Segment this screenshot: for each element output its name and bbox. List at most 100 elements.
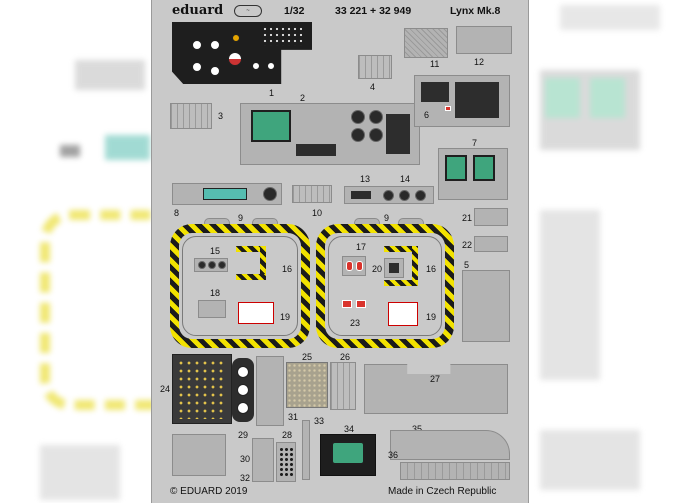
photo-etch-sheet: eduard ~ 1/32 33 221 + 32 949 Lynx Mk.8 … xyxy=(151,0,529,503)
part-13-panel xyxy=(404,28,448,58)
part-number-25: 25 xyxy=(302,352,313,362)
part-number-27: 27 xyxy=(430,374,441,384)
display-screen xyxy=(445,155,467,181)
part-18-panel xyxy=(198,300,226,318)
toggle-switch-icon xyxy=(218,261,226,269)
part-23-red-button xyxy=(342,300,352,308)
warning-light xyxy=(445,106,451,111)
frame-inner-border xyxy=(328,236,442,336)
part-25-mesh-panel xyxy=(286,362,328,408)
part-number-14: 12 xyxy=(474,57,485,67)
part-21-panel xyxy=(474,208,508,226)
part-number-26: 26 xyxy=(340,352,351,362)
toggle-switch-icon xyxy=(198,261,206,269)
part-23-red-button xyxy=(356,300,366,308)
part-number-9-right: 9 xyxy=(384,213,390,223)
part-number-32: 28 xyxy=(282,430,293,440)
part-number-19-left: 19 xyxy=(280,312,291,322)
part-20-panel xyxy=(384,258,404,278)
part-number-10: 10 xyxy=(312,208,323,218)
part-number-5: 5 xyxy=(464,260,470,270)
part-4-panel xyxy=(358,55,392,79)
brand-logo: eduard xyxy=(172,3,224,18)
part-number-1: 1 xyxy=(269,88,275,98)
part-number-24: 24 xyxy=(160,384,171,394)
part-number-30: 32 xyxy=(240,473,251,483)
part-16-hazard-strip xyxy=(384,280,418,286)
part-16-hazard-strip xyxy=(260,246,266,280)
part-35-cover xyxy=(390,430,510,460)
part-number-15: 15 xyxy=(210,246,221,256)
part-29-bracket xyxy=(172,434,226,476)
switch-grid xyxy=(177,359,227,419)
switch-block xyxy=(389,263,399,273)
gauge-icon xyxy=(192,40,202,50)
mount-tab xyxy=(252,218,278,228)
part-number-6: 6 xyxy=(424,110,430,120)
gauge-icon xyxy=(237,402,249,414)
part-8-radio-panel xyxy=(172,183,282,205)
part-number-16-left: 16 xyxy=(282,264,293,274)
part-27-floor-plate xyxy=(364,364,508,414)
display-screen xyxy=(473,155,495,181)
part-24-side-panel xyxy=(172,354,232,424)
mount-tab xyxy=(354,218,380,228)
frame-inner-border xyxy=(182,236,298,336)
part-number-34: 34 xyxy=(344,424,355,434)
knob-icon xyxy=(263,187,277,201)
switch-panel xyxy=(386,114,410,154)
knob-icon xyxy=(369,110,383,124)
part-number-19-right: 19 xyxy=(426,312,437,322)
gauge-strip xyxy=(232,358,254,422)
kit-title: Lynx Mk.8 xyxy=(450,5,501,17)
part-number-36: 36 xyxy=(388,450,399,460)
part-11-12-switch-row xyxy=(344,186,434,204)
gauge-icon xyxy=(237,366,249,378)
gauge-icon xyxy=(232,34,240,42)
knob-icon xyxy=(351,110,365,124)
part-28-panel xyxy=(256,356,284,426)
product-codes: 33 221 + 32 949 xyxy=(335,5,412,17)
gauge-icon xyxy=(210,40,220,50)
part-22-panel xyxy=(474,236,508,252)
part-number-22: 22 xyxy=(462,240,473,250)
part-33-strip xyxy=(302,420,310,480)
part-30-panel xyxy=(252,438,274,482)
red-switch-icon xyxy=(356,261,363,271)
part-16-hazard-strip xyxy=(236,274,266,280)
part-number-12: 14 xyxy=(400,174,411,184)
part-6-switch-panel xyxy=(414,75,510,127)
part-10-panel xyxy=(292,185,332,203)
part-number-21: 21 xyxy=(462,213,473,223)
part-2-center-console xyxy=(240,103,420,165)
display-screen xyxy=(331,441,365,465)
part-14-panel xyxy=(456,26,512,54)
knob-icon xyxy=(369,128,383,142)
mount-tab xyxy=(398,218,424,228)
part-number-9-left: 9 xyxy=(238,213,244,223)
toggle-switch-icon xyxy=(208,261,216,269)
part-19-warning-label xyxy=(388,302,418,326)
switch-panel xyxy=(296,144,336,156)
part-number-17: 17 xyxy=(356,242,367,252)
part-number-33: 33 xyxy=(314,416,325,426)
part-number-4: 4 xyxy=(370,82,376,92)
part-number-7: 7 xyxy=(472,138,478,148)
knob-icon xyxy=(415,190,426,201)
display-screen xyxy=(251,110,291,142)
part-16-hazard-strip xyxy=(384,246,418,252)
knob-icon xyxy=(351,128,365,142)
part-26-panel xyxy=(330,362,356,410)
scale-label: 1/32 xyxy=(284,5,305,17)
radio-display xyxy=(203,188,247,200)
part-number-35: 35 xyxy=(412,424,423,434)
part-32-keypad xyxy=(276,442,296,482)
part-number-31: 31 xyxy=(288,412,299,422)
part-16-hazard-strip xyxy=(236,246,266,252)
part-number-11: 13 xyxy=(360,174,371,184)
part-5-plate xyxy=(462,270,510,342)
switch-block xyxy=(421,82,449,102)
switch-block xyxy=(351,191,371,199)
part-number-23: 23 xyxy=(350,318,361,328)
